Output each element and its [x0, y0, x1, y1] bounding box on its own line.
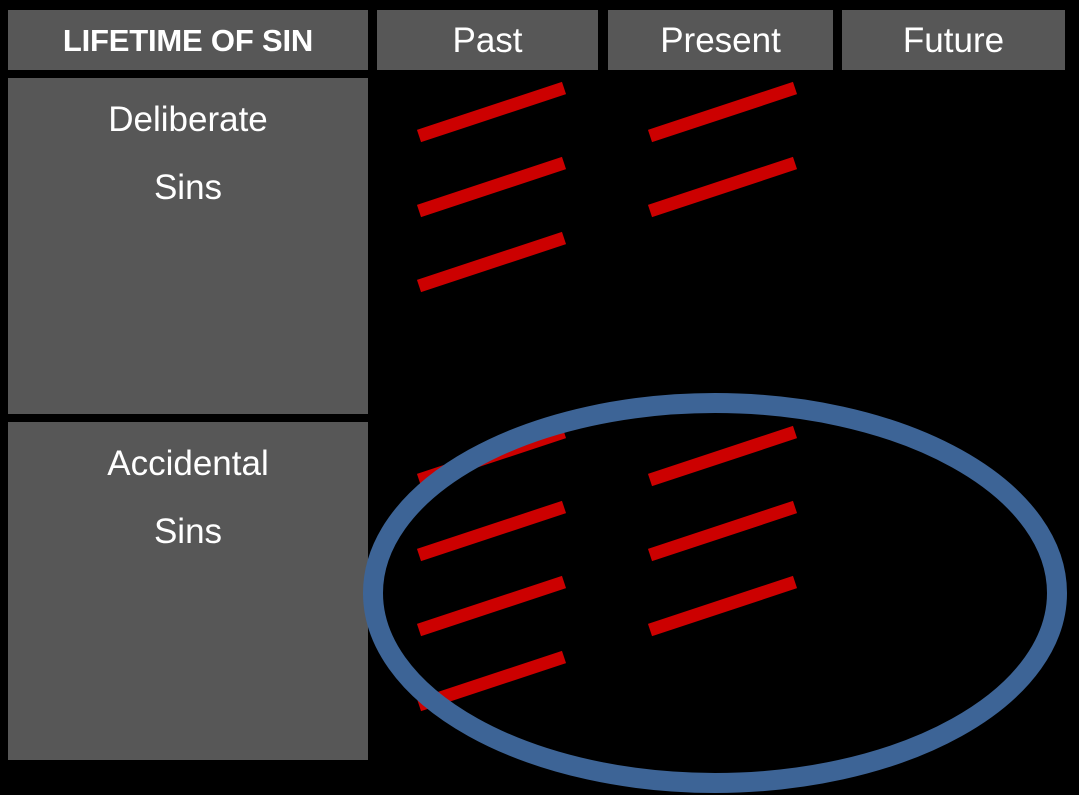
row-header-accidental-line2: Sins — [153, 512, 223, 552]
tally-mark — [647, 425, 798, 487]
tally-mark — [416, 81, 567, 143]
tally-mark — [416, 231, 567, 293]
tally-mark — [416, 425, 567, 487]
tally-mark — [647, 500, 798, 562]
column-header-future: Future — [842, 10, 1065, 70]
tally-mark — [647, 81, 798, 143]
tally-cell-future-accidental — [842, 422, 1065, 760]
row-header-deliberate-line2: Sins — [153, 168, 223, 208]
tally-mark — [647, 575, 798, 637]
tally-mark — [416, 650, 567, 712]
tally-cell-past-deliberate — [377, 78, 598, 414]
row-header-accidental-sins: Accidental Sins — [8, 422, 368, 760]
chart-title-cell: LIFETIME OF SIN — [8, 10, 368, 70]
tally-mark — [416, 575, 567, 637]
column-header-present: Present — [608, 10, 833, 70]
row-header-accidental-line1: Accidental — [107, 444, 269, 483]
column-header-past: Past — [377, 10, 598, 70]
row-header-deliberate-line1: Deliberate — [108, 100, 268, 139]
tally-cell-future-deliberate — [842, 78, 1065, 414]
tally-mark — [416, 500, 567, 562]
tally-cell-past-accidental — [377, 422, 598, 760]
tally-mark — [416, 156, 567, 218]
tally-cell-present-deliberate — [608, 78, 833, 414]
row-header-deliberate-sins: Deliberate Sins — [8, 78, 368, 414]
tally-mark — [647, 156, 798, 218]
tally-cell-present-accidental — [608, 422, 833, 760]
